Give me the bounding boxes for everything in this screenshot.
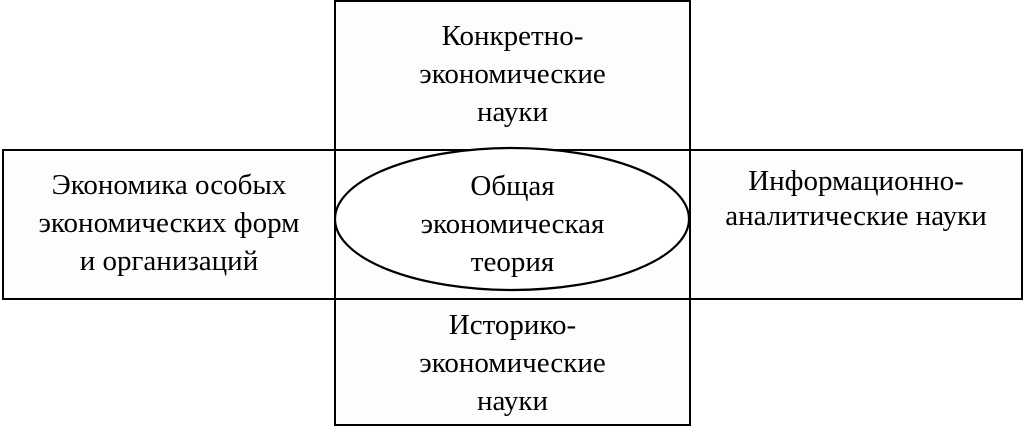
- top-box: [334, 0, 691, 151]
- concrete-economic-sciences-label: Конкретно- экономические науки: [419, 20, 606, 128]
- right-box: [689, 149, 1023, 300]
- general-economic-theory-label: Общая экономическая теория: [420, 170, 605, 278]
- information-analytical-sciences-label: Информационно- аналитические науки: [725, 165, 987, 232]
- bottom-box: [334, 298, 691, 426]
- special-economic-forms-label: Экономика особых экономических форм и ор…: [38, 169, 300, 277]
- left-box: [2, 149, 336, 300]
- historical-economic-sciences-label: Историко- экономические науки: [419, 309, 606, 417]
